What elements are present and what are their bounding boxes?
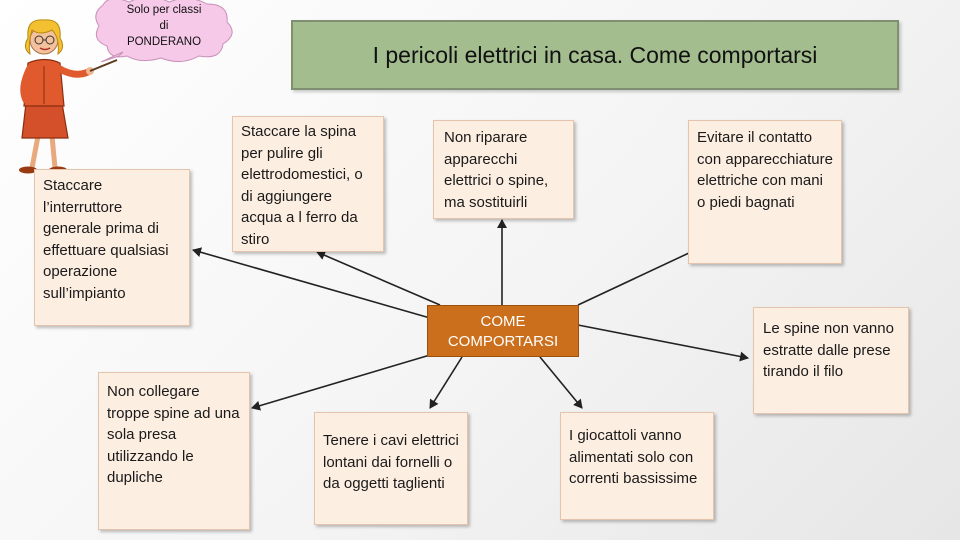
arrow-to-giocattoli — [539, 356, 583, 409]
box-troppe-spine: Non collegare troppe spine ad una sola p… — [98, 372, 250, 530]
arrow-to-interruttore — [192, 247, 431, 319]
center-node: COME COMPORTARSI — [427, 305, 579, 357]
box-interruttore: Staccare l’interruttore generale prima d… — [34, 169, 190, 326]
box-spina-pulire-text: Staccare la spina per pulire gli elettro… — [241, 123, 363, 248]
arrow-to-spina-pulire — [316, 250, 441, 306]
box-spina-pulire: Staccare la spina per pulire gli elettro… — [232, 116, 384, 252]
arrow-to-spine-filo — [577, 324, 749, 362]
center-line-2: COMPORTARSI — [447, 333, 559, 350]
page-title-text: I pericoli elettrici in casa. Come compo… — [372, 41, 818, 68]
class-note: Solo per classi di PONDERANO — [100, 2, 228, 50]
note-line-1: Solo per classi — [126, 4, 202, 16]
box-giocattoli-text: I giocattoli vanno alimentati solo con c… — [569, 427, 698, 487]
box-cavi-text: Tenere i cavi elettrici lontani dai forn… — [323, 432, 459, 492]
arrow-to-cavi — [429, 356, 463, 409]
box-troppe-spine-text: Non collegare troppe spine ad una sola p… — [107, 383, 240, 486]
center-line-1: COME — [480, 313, 526, 330]
box-contatto-text: Evitare il contatto con apparecchiature … — [697, 129, 833, 211]
note-line-2: di — [159, 20, 169, 32]
box-cavi: Tenere i cavi elettrici lontani dai forn… — [314, 412, 468, 525]
box-spine-filo: Le spine non vanno estratte dalle prese … — [753, 307, 909, 414]
arrow-to-troppe-spine — [251, 354, 431, 411]
thought-bubble — [95, 0, 233, 62]
note-line-3: PONDERANO — [126, 36, 202, 48]
page-title: I pericoli elettrici in casa. Come compo… — [291, 20, 899, 90]
box-giocattoli: I giocattoli vanno alimentati solo con c… — [560, 412, 714, 520]
box-non-riparare-text: Non riparare apparecchi elettrici o spin… — [444, 129, 549, 211]
box-interruttore-text: Staccare l’interruttore generale prima d… — [43, 177, 169, 302]
box-contatto: Evitare il contatto con apparecchiature … — [688, 120, 842, 264]
box-spine-filo-text: Le spine non vanno estratte dalle prese … — [763, 320, 894, 380]
box-non-riparare: Non riparare apparecchi elettrici o spin… — [433, 120, 574, 219]
arrow-to-contatto — [577, 243, 707, 306]
